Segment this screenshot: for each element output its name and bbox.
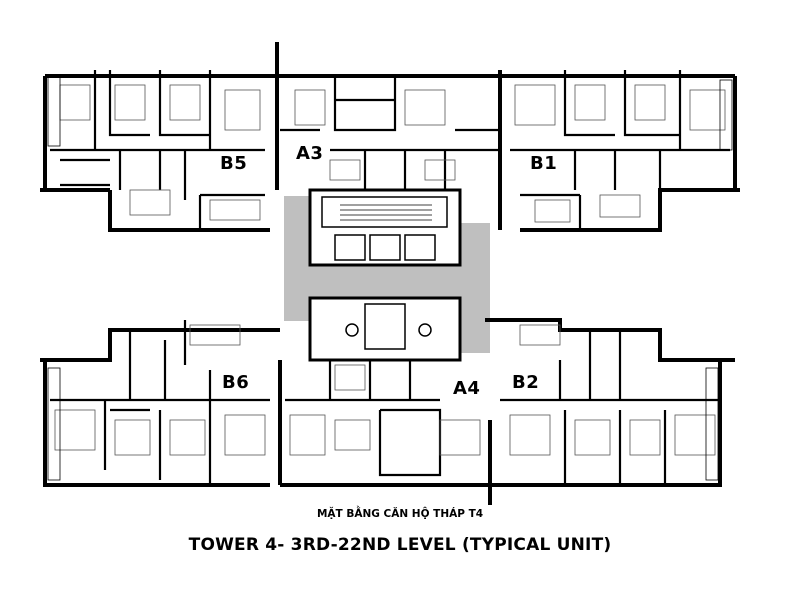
central-corridor (284, 196, 490, 353)
unit-b1-walls (510, 70, 730, 230)
unit-b2-walls (500, 330, 720, 485)
unit-label-b2: B2 (512, 372, 540, 393)
unit-b5-fixtures (59, 84, 261, 221)
unit-a3-fixtures (294, 89, 456, 181)
unit-b6-fixtures (54, 324, 266, 456)
caption-vietnamese: MẶT BẰNG CĂN HỘ THÁP T4 (316, 508, 484, 520)
unit-label-b1: B1 (530, 153, 558, 174)
balconies (47, 75, 733, 481)
unit-b6-walls (50, 320, 270, 485)
unit-label-b6: B6 (222, 372, 250, 393)
exterior-walls (40, 42, 740, 505)
unit-label-a4: A4 (453, 378, 481, 399)
unit-a4-fixtures (289, 364, 481, 456)
unit-a3-walls (280, 76, 500, 190)
unit-label-b5: B5 (220, 153, 248, 174)
unit-b2-fixtures (509, 324, 716, 456)
unit-b5-walls (50, 70, 265, 230)
core (308, 188, 462, 362)
unit-b1-fixtures (514, 84, 726, 223)
unit-a4-walls (285, 358, 460, 477)
unit-label-a3: A3 (296, 143, 324, 164)
caption-english: TOWER 4- 3RD-22ND LEVEL (TYPICAL UNIT) (188, 535, 612, 555)
